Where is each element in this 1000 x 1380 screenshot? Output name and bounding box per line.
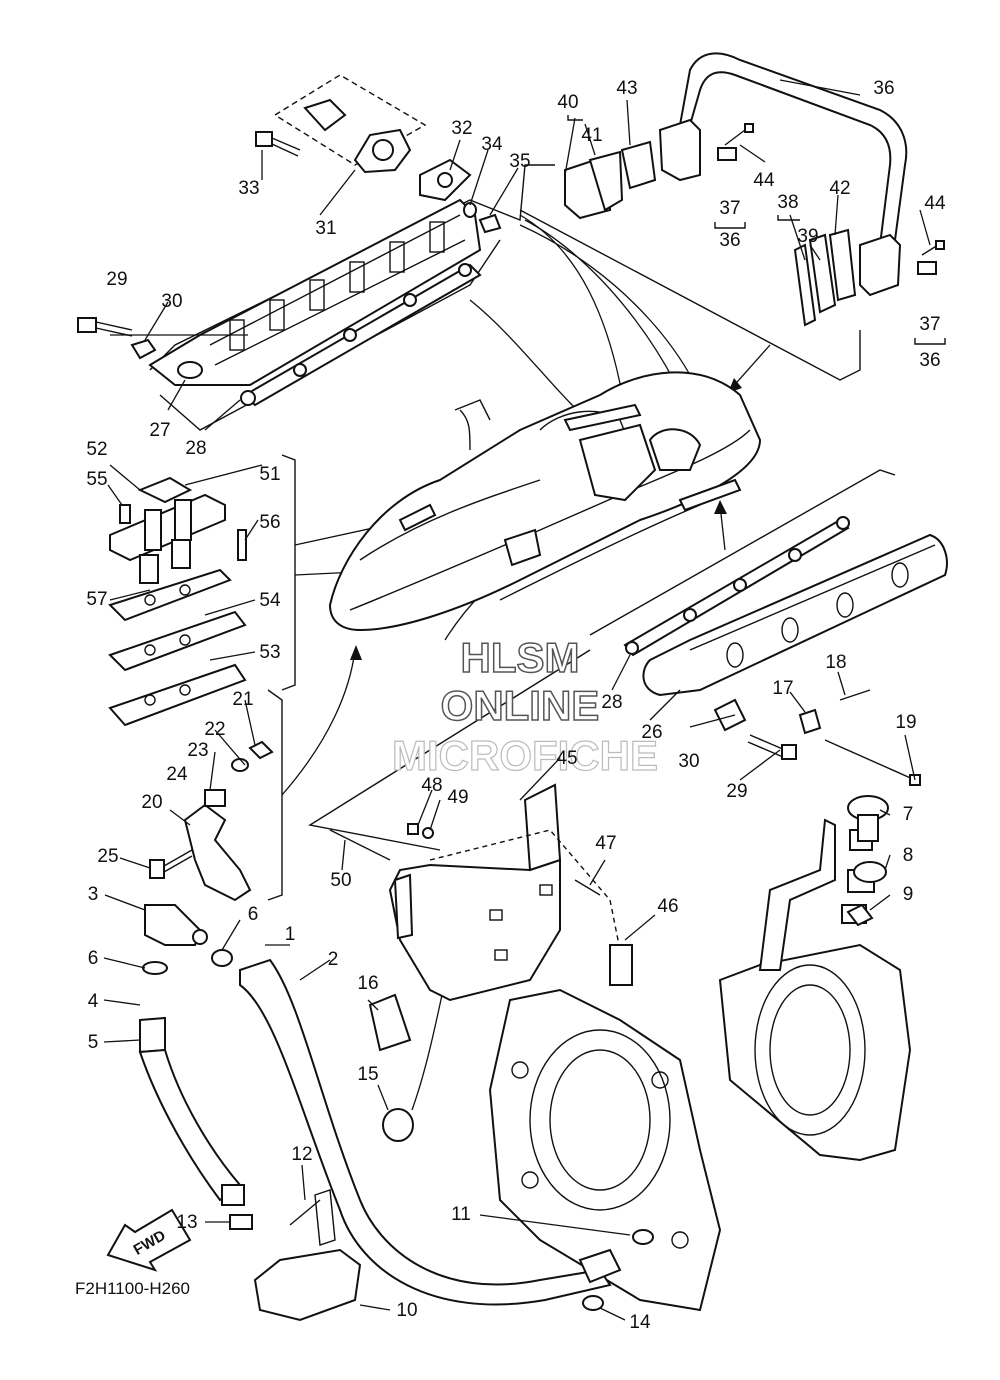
callout-9: 9 [903, 884, 914, 905]
watercraft-hull [328, 371, 762, 632]
callout-55: 55 [86, 469, 107, 490]
fittings [142, 740, 274, 975]
callout-38: 38 [777, 192, 798, 213]
screws-44 [724, 123, 945, 256]
callout-24: 24 [166, 764, 188, 785]
callout-21: 21 [232, 689, 253, 710]
callout-52: 52 [86, 439, 107, 460]
callout-1: 1 [285, 924, 296, 945]
hoses [138, 958, 622, 1306]
callout-32: 32 [451, 118, 472, 139]
callout-30: 30 [161, 291, 182, 312]
rail-assembly-right [623, 516, 948, 697]
callout-labels: 1 2 3 4 5 6 6 7 8 9 10 11 12 13 14 15 16… [86, 78, 946, 1333]
callout-40: 40 [557, 92, 578, 113]
callout-25: 25 [97, 846, 118, 867]
callout-50: 50 [330, 870, 351, 891]
watermark: HLSM ONLINE MICROFICHE [391, 633, 658, 779]
callout-53: 53 [259, 642, 280, 663]
callout-12: 12 [291, 1144, 312, 1165]
callout-11: 11 [451, 1204, 471, 1225]
callout-4: 4 [88, 991, 99, 1012]
callout-43: 43 [616, 78, 637, 99]
callout-8: 8 [903, 845, 914, 866]
callout-28: 28 [185, 438, 206, 459]
callout-27: 27 [149, 420, 170, 441]
callout-44: 44 [924, 193, 946, 214]
callout-brackets [567, 115, 946, 345]
callout-15: 15 [357, 1064, 378, 1085]
handle-pads-38-43 [564, 140, 857, 327]
callout-5: 5 [88, 1032, 99, 1053]
assembly-lines [149, 164, 896, 901]
callout-29: 29 [106, 269, 127, 290]
callout-22: 22 [204, 719, 225, 740]
bolt-29-collar-30-right [713, 698, 797, 760]
callout-10: 10 [396, 1300, 417, 1321]
callout-46: 46 [657, 896, 678, 917]
watermark-line-2: ONLINE [441, 682, 600, 729]
leader-lines [103, 79, 931, 1321]
callout-36: 36 [719, 230, 740, 251]
callout-6: 6 [248, 904, 259, 925]
callout-14: 14 [629, 1312, 651, 1333]
callout-37: 37 [719, 198, 740, 219]
hatch-latch-51-57 [108, 476, 247, 727]
rail-assembly-top [148, 198, 482, 407]
callout-18: 18 [825, 652, 846, 673]
cap-assembly-31-35 [255, 74, 502, 234]
callout-37: 37 [919, 314, 940, 335]
callout-3: 3 [88, 884, 99, 905]
callout-7: 7 [903, 804, 914, 825]
callout-42: 42 [829, 178, 850, 199]
electrical-box-10-13 [229, 1189, 362, 1322]
callout-54: 54 [259, 590, 281, 611]
callout-33: 33 [238, 178, 259, 199]
callout-6: 6 [88, 948, 99, 969]
grab-handle-36 [658, 52, 937, 297]
callout-17: 17 [772, 678, 793, 699]
drain-plug-parts [368, 795, 889, 1311]
bolt-29-top [77, 317, 157, 360]
callout-29: 29 [726, 781, 747, 802]
callout-36: 36 [873, 78, 894, 99]
callout-2: 2 [328, 949, 339, 970]
callout-41: 41 [581, 125, 602, 146]
fwd-arrow-icon: FWD [106, 1208, 192, 1272]
callout-56: 56 [259, 512, 280, 533]
jet-pump-housing [488, 818, 912, 1312]
callout-44: 44 [753, 170, 775, 191]
callout-35: 35 [509, 151, 530, 172]
callout-19: 19 [895, 712, 916, 733]
callout-28: 28 [601, 692, 622, 713]
callout-20: 20 [141, 792, 162, 813]
callout-49: 49 [447, 787, 468, 808]
watermark-line-3: MICROFICHE [392, 732, 658, 779]
clips-17-19 [798, 689, 921, 786]
callout-45: 45 [556, 748, 577, 769]
callout-34: 34 [481, 134, 503, 155]
callout-48: 48 [421, 775, 442, 796]
callout-31: 31 [315, 218, 336, 239]
callout-26: 26 [641, 722, 662, 743]
callout-39: 39 [797, 226, 818, 247]
drawing-code: F2H1100-H260 [75, 1279, 190, 1298]
callout-57: 57 [86, 589, 107, 610]
callout-13: 13 [176, 1212, 197, 1233]
callout-23: 23 [187, 740, 208, 761]
callout-51: 51 [259, 464, 280, 485]
callout-30: 30 [678, 751, 699, 772]
watermark-line-1: HLSM [461, 634, 580, 681]
callout-36: 36 [919, 350, 940, 371]
callout-16: 16 [357, 973, 378, 994]
callout-47: 47 [595, 833, 616, 854]
cover-45 [329, 783, 633, 1002]
